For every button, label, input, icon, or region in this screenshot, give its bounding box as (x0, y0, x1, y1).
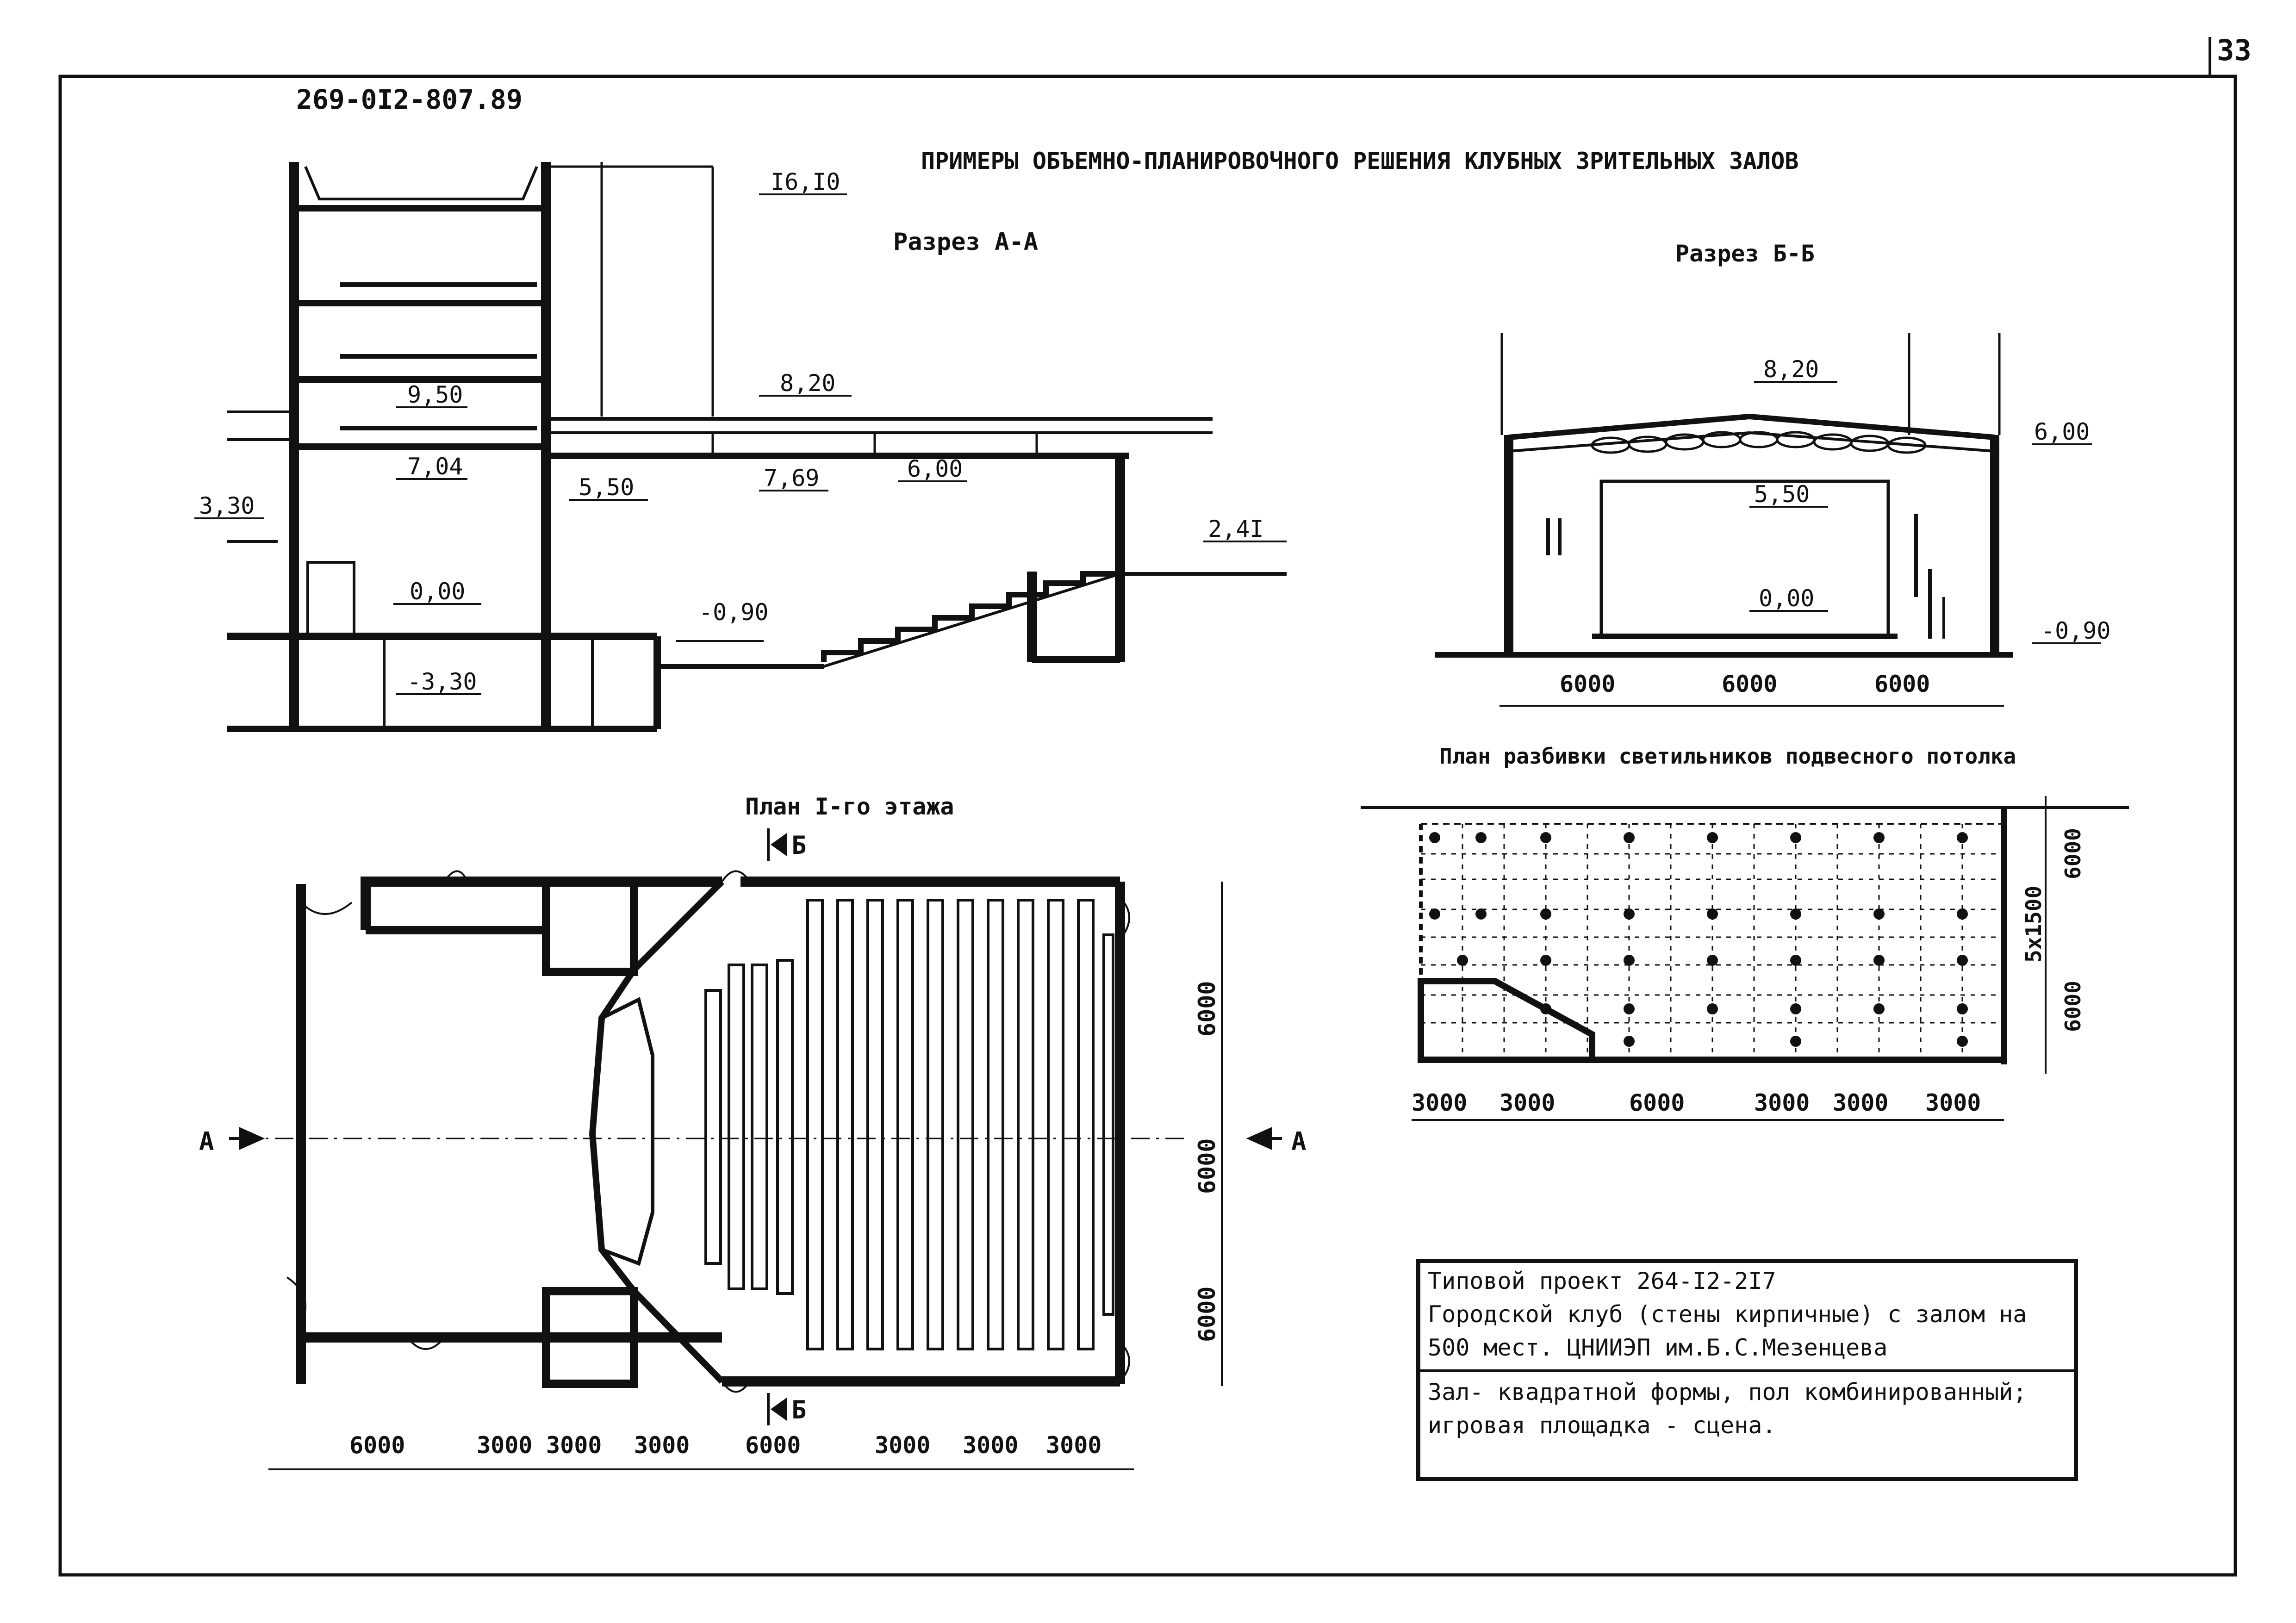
fp-dim-8: 3000 (1046, 1432, 1101, 1459)
fp-dim-r2: 6000 (1194, 1138, 1220, 1194)
cp-dim-r2: 5x1500 (2021, 886, 2046, 963)
fp-dim-1: 6000 (349, 1432, 405, 1459)
cp-dim-2: 3000 (1500, 1089, 1555, 1116)
bb-level-550: 5,50 (1754, 481, 1810, 508)
fp-dim-6: 3000 (875, 1432, 930, 1459)
doc-code: 269-0I2-807.89 (296, 84, 523, 115)
level-minus090: -0,90 (699, 599, 769, 626)
bb-level-minus090: -0,90 (2041, 617, 2111, 644)
fp-dim-r1: 6000 (1194, 981, 1220, 1037)
main-title: ПРИМЕРЫ ОБЪЕМНО-ПЛАНИРОВОЧНОГО РЕШЕНИЯ К… (921, 148, 1798, 174)
level-550: 5,50 (579, 474, 634, 501)
fp-dim-2: 3000 (477, 1432, 532, 1459)
ceiling-plan-title: План разбивки светильников подвесного по… (1439, 744, 2016, 769)
level-769: 7,69 (764, 465, 819, 491)
sheet-frame (58, 75, 2237, 1577)
cut-a-right: А (1291, 1127, 1307, 1156)
info-line-3: 500 мест. ЦНИИЭП им.Б.С.Мезенцева (1428, 1334, 1888, 1361)
info-line-1: Типовой проект 264-I2-2I7 (1428, 1268, 1776, 1294)
info-line-4: Зал- квадратной формы, пол комбинированн… (1420, 1369, 2074, 1407)
section-aa: Разрез А-А (194, 162, 1287, 732)
cp-dim-r3: 6000 (2060, 981, 2085, 1032)
level-820: 8,20 (780, 370, 835, 397)
fp-dim-4: 3000 (634, 1432, 690, 1459)
section-bb-title: Разрез Б-Б (1675, 240, 1815, 267)
level-minus330: -3,30 (407, 668, 477, 695)
bb-level-600: 6,00 (2034, 418, 2090, 445)
fp-dim-5: 6000 (745, 1432, 801, 1459)
cp-dim-1: 3000 (1412, 1089, 1467, 1116)
section-aa-title: Разрез А-А (893, 228, 1038, 256)
floor-plan-title: План I-го этажа (745, 793, 954, 820)
fp-dim-7: 3000 (963, 1432, 1018, 1459)
bb-dim-2: 6000 (1722, 671, 1777, 697)
page-number: 33 (2217, 33, 2252, 67)
cp-dim-4: 3000 (1754, 1089, 1810, 1116)
bb-dim-1: 6000 (1560, 671, 1615, 697)
project-info-box: Типовой проект 264-I2-2I7 Городской клуб… (1416, 1259, 2078, 1481)
bb-level-820: 8,20 (1763, 356, 1819, 383)
level-330: 3,30 (199, 492, 255, 519)
cp-dim-6: 3000 (1925, 1089, 1981, 1116)
floor-plan: План I-го этажа (199, 793, 1307, 1470)
ceiling-plan: План разбивки светильников подвесного по… (1361, 744, 2129, 1121)
level-704: 7,04 (407, 453, 463, 480)
cut-a-left: А (199, 1127, 214, 1156)
fp-dim-r3: 6000 (1194, 1287, 1220, 1342)
bb-dim-3: 6000 (1874, 671, 1930, 697)
cut-b-top: Б (791, 831, 807, 860)
level-000: 0,00 (410, 578, 465, 605)
level-950: 9,50 (407, 381, 463, 408)
cp-dim-5: 3000 (1833, 1089, 1888, 1116)
info-line-2: Городской клуб (стены кирпичные) с залом… (1428, 1301, 2027, 1328)
level-1610: I6,I0 (771, 168, 840, 195)
cp-dim-3: 6000 (1629, 1089, 1685, 1116)
bb-level-000: 0,00 (1759, 585, 1814, 612)
fp-dim-3: 3000 (546, 1432, 602, 1459)
cut-b-bottom: Б (791, 1395, 807, 1424)
cp-dim-r1: 6000 (2060, 828, 2085, 879)
level-600: 6,00 (907, 455, 963, 482)
section-bb: Разрез Б-Б 8,20 6,00 5,50 0,00 (1435, 240, 2111, 707)
info-line-5: игровая площадка - сцена. (1428, 1412, 1776, 1439)
level-241: 2,4I (1208, 516, 1263, 542)
